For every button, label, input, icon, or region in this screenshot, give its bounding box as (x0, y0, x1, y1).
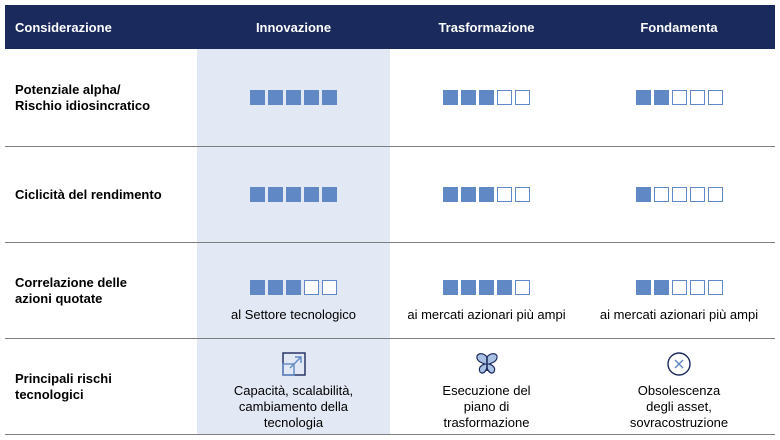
empty-square (671, 187, 687, 202)
header-transformation: Trasformazione (438, 19, 535, 35)
filled-square (443, 187, 458, 202)
empty-square (497, 90, 512, 105)
rating-cell-innovation (197, 147, 390, 242)
header-consideration: Considerazione (15, 19, 112, 35)
filled-square (250, 90, 265, 105)
rating-cell-transformation (390, 49, 583, 146)
correlation-note: ai mercati azionari più ampi (407, 307, 566, 322)
rating-squares (635, 187, 723, 202)
empty-square (653, 187, 669, 202)
empty-square (689, 187, 705, 202)
filled-square (304, 187, 319, 202)
empty-square (671, 280, 687, 295)
rating-squares (443, 187, 530, 202)
filled-square (461, 90, 476, 105)
empty-square (497, 187, 512, 202)
empty-square (689, 280, 705, 295)
header-innovation: Innovazione (255, 19, 332, 35)
rating-squares (443, 280, 530, 295)
filled-square (268, 187, 283, 202)
scale-up-icon (281, 352, 306, 376)
filled-square (461, 187, 476, 202)
filled-square (322, 90, 337, 105)
header-foundation: Fondamenta (640, 19, 718, 35)
filled-square (250, 187, 265, 202)
table-row-cyclicality: Ciclicità del rendimento (5, 147, 775, 243)
correlation-note: ai mercati azionari più ampi (599, 307, 759, 322)
rating-squares (250, 90, 337, 105)
empty-square (707, 90, 723, 105)
rating-squares (635, 90, 723, 105)
filled-square (635, 187, 651, 202)
rating-cell-innovation: al Settore tecnologico (197, 243, 390, 338)
correlation-note: al Settore tecnologico (230, 307, 357, 322)
filled-square (286, 187, 301, 202)
rating-cell-foundation (583, 49, 775, 146)
row-label-text: Ciclicità del rendimento (15, 186, 162, 202)
row-label: Ciclicità del rendimento (5, 147, 197, 242)
consideration-table: Considerazione Innovazione Trasformazion… (5, 5, 775, 435)
filled-square (268, 90, 283, 105)
filled-square (443, 280, 458, 295)
filled-square (635, 90, 651, 105)
filled-square (653, 280, 669, 295)
rating-cell-transformation: ai mercati azionari più ampi (390, 243, 583, 338)
filled-square (286, 90, 301, 105)
filled-square (286, 280, 301, 295)
rating-squares (635, 280, 723, 295)
empty-square (671, 90, 687, 105)
filled-square (497, 280, 512, 295)
rating-squares (250, 187, 337, 202)
empty-square (515, 187, 530, 202)
rating-squares (250, 280, 337, 295)
rating-cell-innovation (197, 49, 390, 146)
filled-square (304, 90, 319, 105)
filled-square (635, 280, 651, 295)
filled-square (322, 187, 337, 202)
row-label: Potenziale alpha/Rischio idiosincratico (5, 49, 197, 146)
empty-square (707, 280, 723, 295)
empty-square (304, 280, 319, 295)
rating-squares (443, 90, 530, 105)
filled-square (479, 280, 494, 295)
filled-square (479, 90, 494, 105)
filled-square (268, 280, 283, 295)
empty-square (322, 280, 337, 295)
x-circle-icon (667, 352, 691, 376)
filled-square (479, 187, 494, 202)
filled-square (461, 280, 476, 295)
empty-square (515, 90, 530, 105)
butterfly-icon (475, 353, 498, 374)
filled-square (653, 90, 669, 105)
row-label-text: Potenziale alpha/Rischio idiosincratico (15, 81, 151, 113)
filled-square (250, 280, 265, 295)
empty-square (689, 90, 705, 105)
rating-cell-transformation (390, 147, 583, 242)
empty-square (515, 280, 530, 295)
filled-square (443, 90, 458, 105)
rating-cell-foundation (583, 147, 775, 242)
rating-cell-foundation: ai mercati azionari più ampi (583, 243, 775, 338)
empty-square (707, 187, 723, 202)
table-row-alpha: Potenziale alpha/Rischio idiosincratico (5, 49, 775, 147)
table-header: Considerazione Innovazione Trasformazion… (5, 5, 775, 49)
